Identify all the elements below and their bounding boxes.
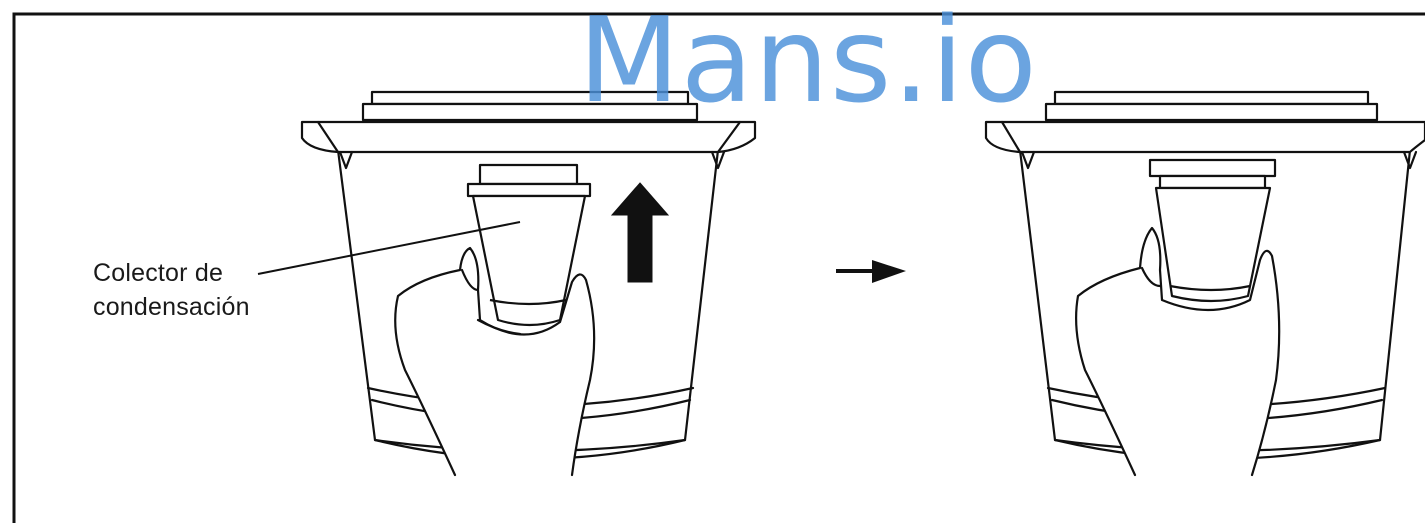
arrow-right-icon: [836, 260, 906, 283]
label-line-2: condensación: [93, 290, 250, 324]
watermark-logo: Mans.io: [578, 0, 1038, 130]
condensation-collector-label: Colector de condensación: [93, 256, 250, 324]
label-line-1: Colector de: [93, 256, 250, 290]
